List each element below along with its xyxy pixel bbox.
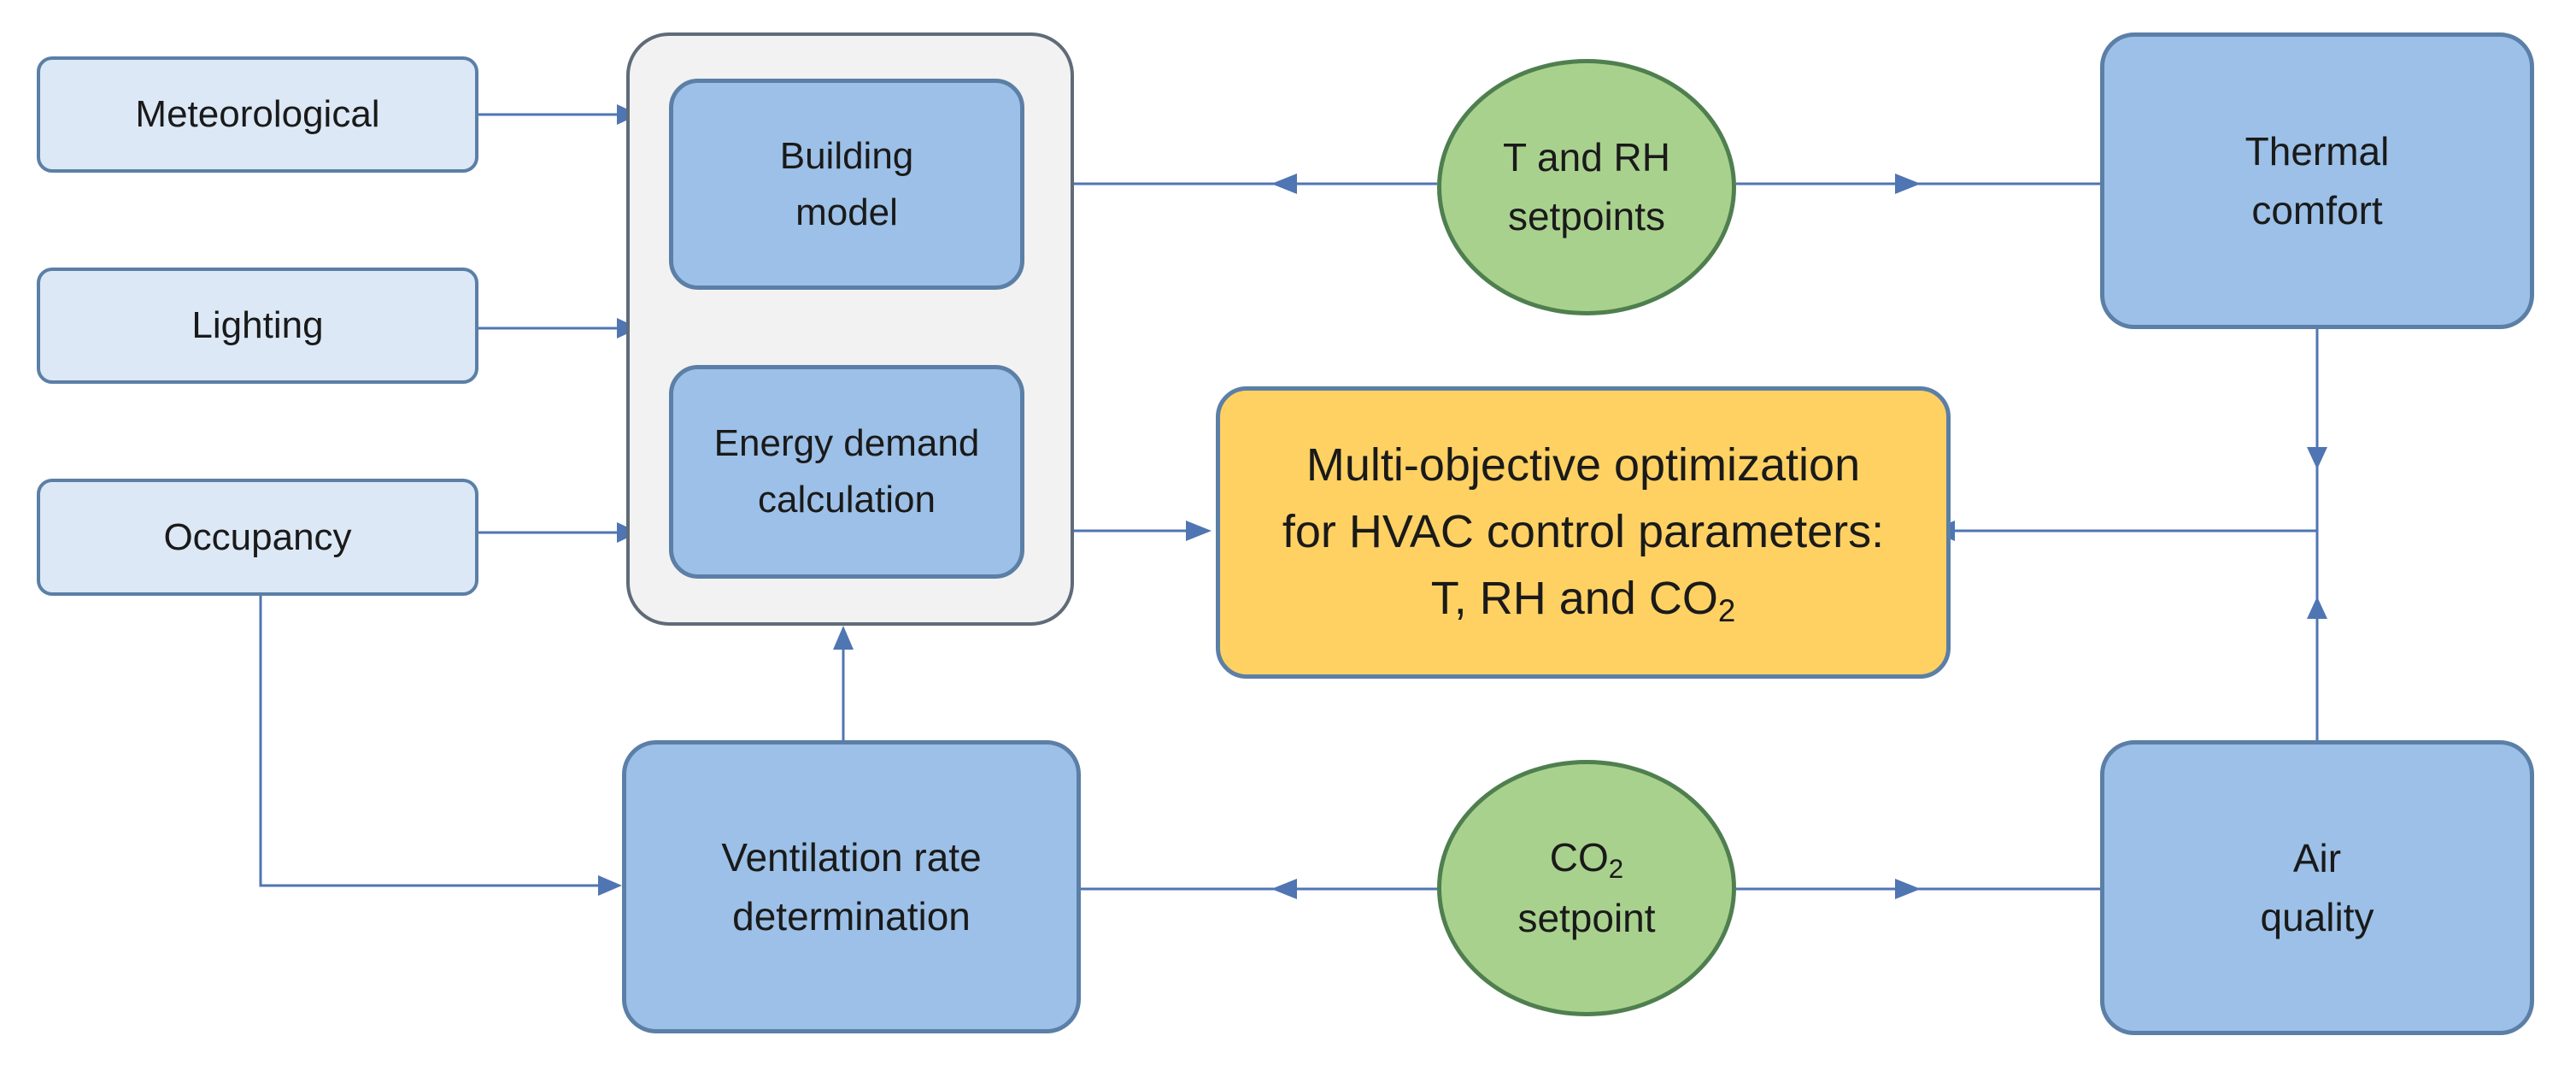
energy-demand-line2: calculation — [758, 479, 936, 521]
air-quality-box: Air quality — [2100, 740, 2534, 1035]
ventilation-box: Ventilation rate determination — [622, 740, 1081, 1033]
input-meteorological: Meteorological — [37, 56, 478, 173]
co2-setpoint-circle: CO2 setpoint — [1437, 760, 1736, 1016]
building-model-line1: Building — [779, 134, 914, 177]
building-model-box: Building model — [669, 79, 1024, 290]
building-model-line2: model — [795, 191, 898, 233]
input-lighting: Lighting — [37, 268, 478, 384]
optimization-line1: Multi-objective optimization — [1306, 438, 1861, 491]
co2-setpoint-line2: setpoint — [1517, 896, 1656, 941]
input-lighting-label: Lighting — [191, 304, 324, 346]
optimization-line3-text: T, RH and CO — [1430, 573, 1718, 625]
optimization-line3-subscript: 2 — [1717, 593, 1736, 629]
co2-setpoint-line1-text: CO — [1549, 834, 1609, 880]
thermal-comfort-line2: comfort — [2251, 187, 2383, 232]
t-rh-setpoints-line2: setpoints — [1507, 194, 1666, 238]
thermal-comfort-box: Thermal comfort — [2100, 32, 2534, 329]
air-quality-line1: Air — [2292, 835, 2342, 880]
optimization-line3: T, RH and CO2 — [1431, 565, 1736, 633]
arrow-occupancy-to-ventilation — [259, 596, 608, 887]
thermal-comfort-line1: Thermal — [2244, 128, 2390, 174]
t-rh-setpoints-circle: T and RH setpoints — [1437, 59, 1736, 315]
co2-setpoint-line1: CO2 — [1550, 828, 1623, 890]
co2-setpoint-line1-subscript: 2 — [1608, 853, 1624, 884]
input-occupancy-label: Occupancy — [163, 515, 352, 558]
optimization-line2: for HVAC control parameters: — [1282, 505, 1885, 557]
ventilation-line1: Ventilation rate — [721, 834, 982, 880]
energy-demand-box: Energy demand calculation — [669, 365, 1024, 579]
air-quality-line2: quality — [2260, 894, 2374, 939]
ventilation-line2: determination — [732, 893, 971, 939]
t-rh-setpoints-line1: T and RH — [1502, 135, 1671, 180]
input-meteorological-label: Meteorological — [135, 93, 380, 135]
input-occupancy: Occupancy — [37, 479, 478, 596]
optimization-box: Multi-objective optimization for HVAC co… — [1216, 386, 1951, 679]
energy-demand-line1: Energy demand — [713, 422, 980, 464]
